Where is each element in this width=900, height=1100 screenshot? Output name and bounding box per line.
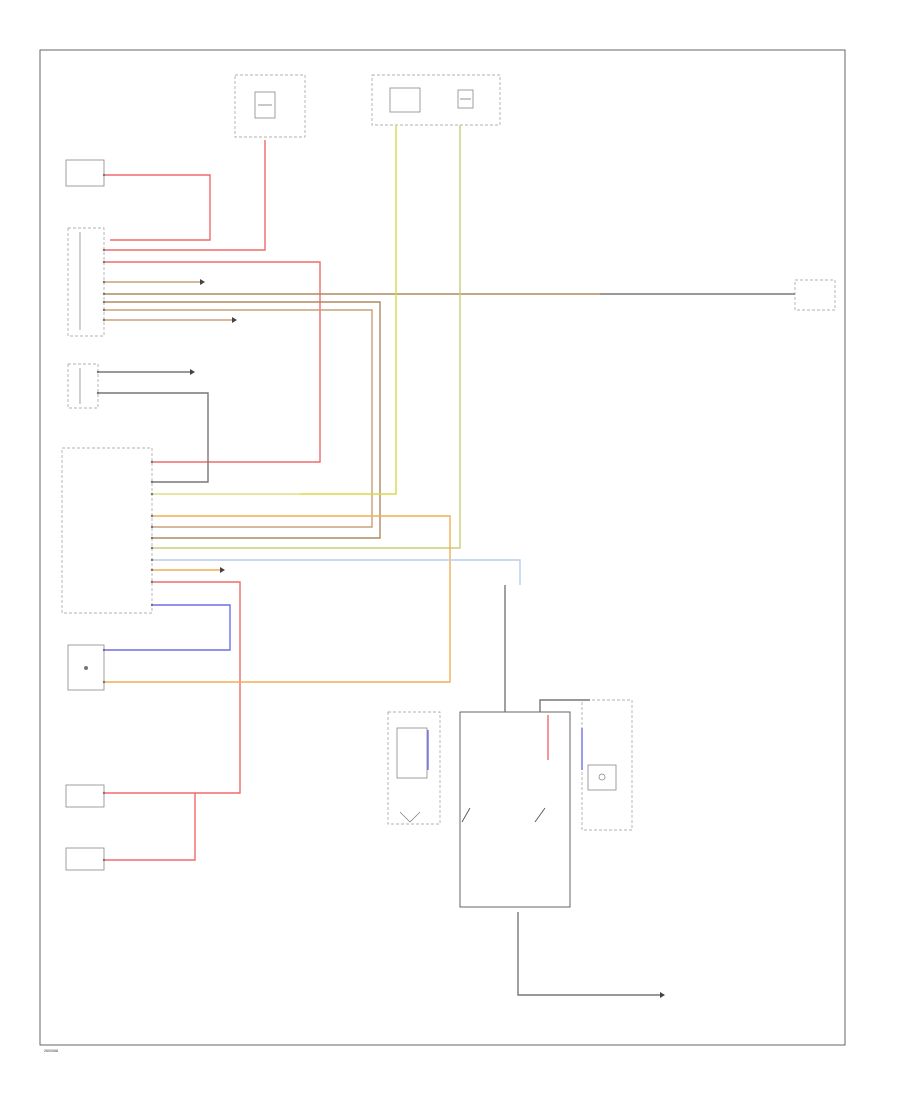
wire-bottom-group <box>504 585 590 770</box>
connector-pin-icon <box>96 370 100 374</box>
connector-pin-icon <box>102 680 106 684</box>
connector-pin-icon <box>150 536 154 540</box>
component-lower-left-2 <box>65 847 105 871</box>
connector-pin-icon <box>150 603 154 607</box>
wire-yellow-group <box>152 125 461 549</box>
connector-pin-icon <box>102 280 106 284</box>
connector-pin-icon <box>150 480 154 484</box>
connector-pin-icon <box>102 648 106 652</box>
connector-pin-icon <box>150 568 154 572</box>
component-mid-left <box>67 363 99 409</box>
ground-symbol-icon <box>598 773 606 781</box>
arrow-right-icon <box>660 992 665 998</box>
diagram-id: 2600068 <box>44 1049 58 1053</box>
wire-gray-group <box>98 293 795 996</box>
arrow-right-icon <box>220 567 225 573</box>
connector-pin-icon <box>150 525 154 529</box>
wire-orange-group <box>104 515 451 683</box>
connector-pin-icon <box>102 248 106 252</box>
fuse-block-left <box>234 74 306 138</box>
component-bottom-right <box>581 699 633 831</box>
component-connector-cluster <box>67 227 105 337</box>
connector-pin-icon <box>102 173 106 177</box>
wire-red-group <box>104 140 321 861</box>
switch-contact-icon <box>461 807 471 823</box>
component-top-left <box>65 159 105 187</box>
ground-symbol-icon <box>84 666 88 670</box>
switch-contact-icon <box>534 807 546 823</box>
connector-pin-icon <box>102 308 106 312</box>
connector-pin-icon <box>102 318 106 322</box>
connector-pin-icon <box>150 514 154 518</box>
component-sensor <box>67 644 105 691</box>
arrow-right-icon <box>190 369 195 375</box>
arrow-right-icon <box>200 279 205 285</box>
connector-pin-icon <box>102 300 106 304</box>
diagram-frame <box>39 49 846 1046</box>
component-bottom-center <box>459 711 571 908</box>
component-lower-left-1 <box>65 784 105 808</box>
connector-pin-icon <box>150 558 154 562</box>
control-module <box>61 447 153 614</box>
connector-pin-icon <box>102 791 106 795</box>
connector-pin-icon <box>102 260 106 264</box>
component-bottom-left <box>387 711 441 825</box>
connector-pin-icon <box>150 580 154 584</box>
fuse-block-center <box>371 74 501 126</box>
connector-pins <box>96 173 154 862</box>
connector-pin-icon <box>150 492 154 496</box>
connector-pin-icon <box>150 460 154 464</box>
connector-pin-icon <box>102 292 106 296</box>
ground-symbol-icon <box>399 811 421 823</box>
connector-pin-icon <box>150 546 154 550</box>
component-right <box>794 279 836 311</box>
wire-blue-group <box>104 559 521 770</box>
connector-pin-icon <box>102 858 106 862</box>
arrow-right-icon <box>232 317 237 323</box>
arrow-heads <box>190 279 665 998</box>
connector-pin-icon <box>96 391 100 395</box>
